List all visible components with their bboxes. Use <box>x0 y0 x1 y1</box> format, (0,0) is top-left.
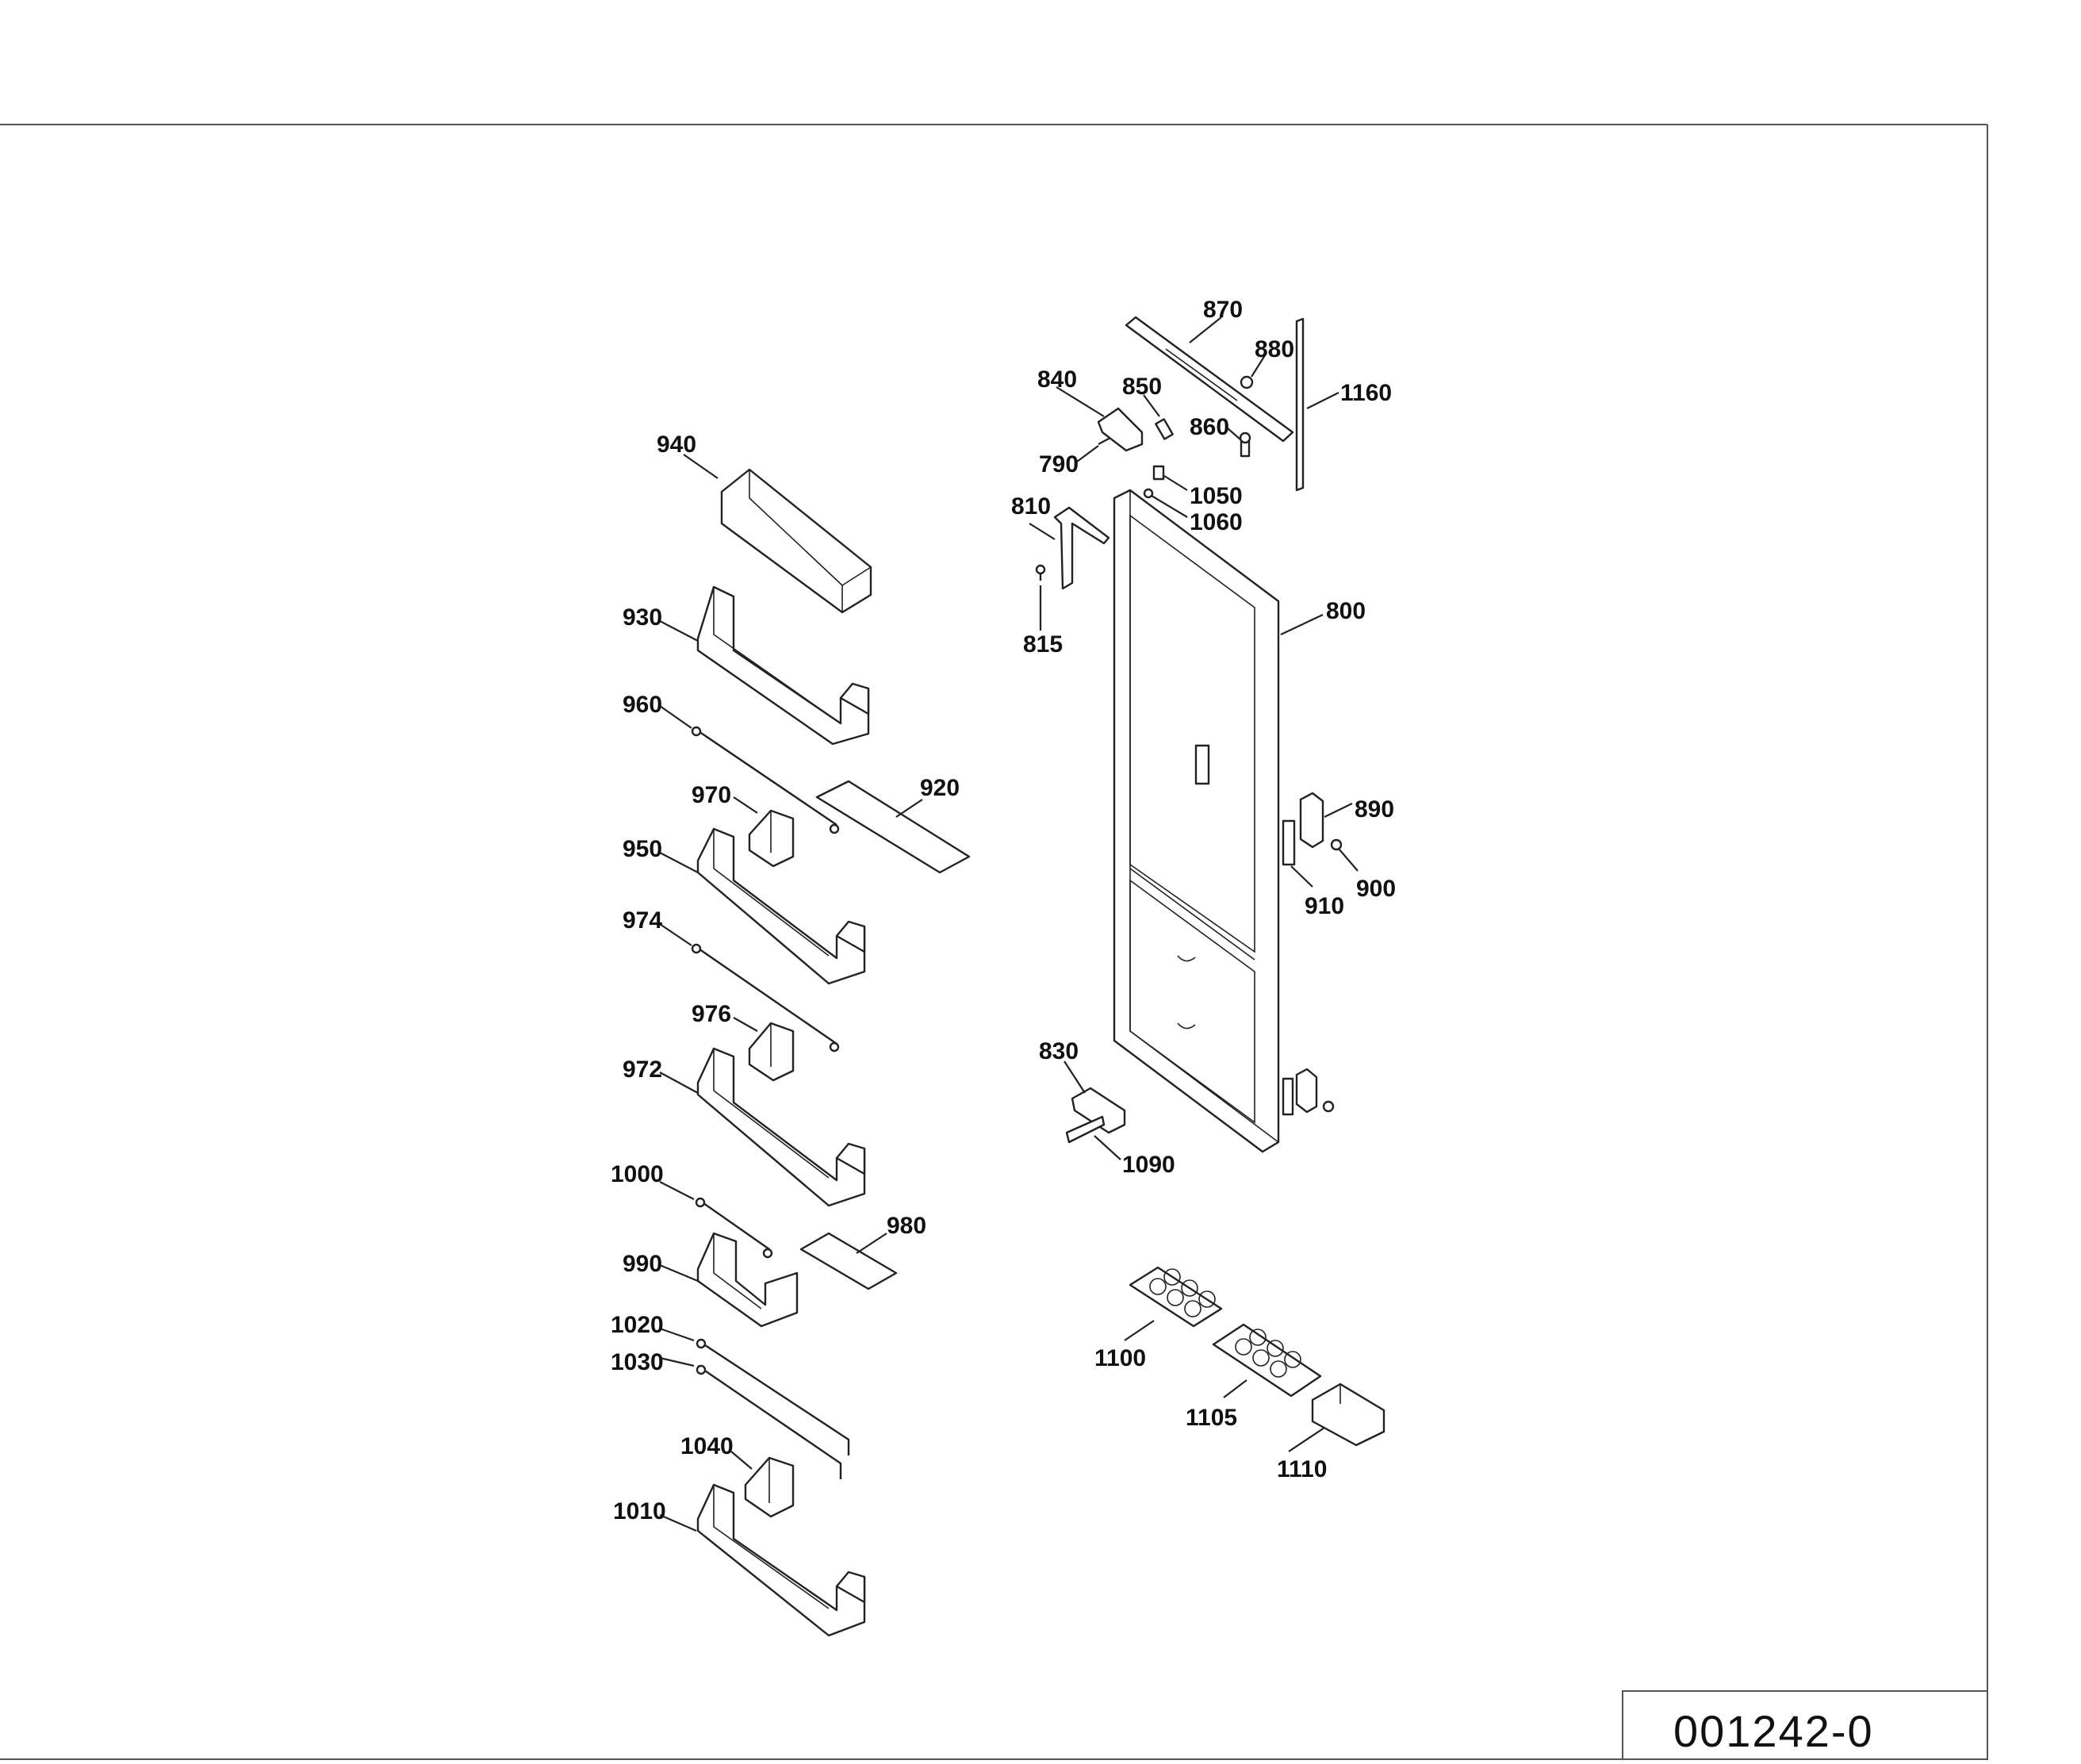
drawing-reference-number: 001242-0 <box>1673 1706 1874 1756</box>
part-1090-cover <box>1065 1115 1106 1144</box>
callout-860: 860 <box>1190 414 1229 440</box>
callout-790: 790 <box>1039 451 1079 477</box>
callout-880: 880 <box>1255 336 1294 362</box>
callout-labels: 940 930 960 970 920 950 974 976 972 1000… <box>611 297 1396 1524</box>
part-1105-egg-tray <box>1212 1323 1322 1398</box>
callout-840: 840 <box>1037 366 1077 393</box>
callout-1060: 1060 <box>1190 509 1243 535</box>
part-950-door-bin <box>696 827 866 985</box>
leader-lines <box>659 316 1359 1532</box>
callout-800: 800 <box>1326 598 1366 624</box>
callout-990: 990 <box>623 1251 662 1277</box>
part-976-divider <box>748 1022 795 1082</box>
callout-980: 980 <box>887 1213 926 1239</box>
callout-850: 850 <box>1122 374 1162 400</box>
callout-930: 930 <box>623 604 662 631</box>
part-1110-box <box>1311 1382 1385 1447</box>
callout-870: 870 <box>1203 297 1243 323</box>
part-920-mat <box>815 780 971 874</box>
callout-1050: 1050 <box>1190 483 1243 509</box>
part-930-door-bin <box>696 585 870 746</box>
callout-960: 960 <box>623 692 662 718</box>
part-990-small-bin <box>696 1232 799 1328</box>
callout-940: 940 <box>657 431 696 458</box>
part-940-top-shelf-cover <box>720 468 872 614</box>
callout-1010: 1010 <box>613 1498 666 1524</box>
callout-1040: 1040 <box>680 1433 734 1459</box>
part-1100-egg-tray <box>1129 1266 1223 1328</box>
callout-1110: 1110 <box>1277 1456 1327 1482</box>
part-1160-strip <box>1295 317 1305 492</box>
lower-hinge-right <box>1282 1068 1335 1116</box>
callout-950: 950 <box>623 836 662 862</box>
callout-1000: 1000 <box>611 1161 664 1187</box>
callout-810: 810 <box>1011 493 1051 520</box>
callout-890: 890 <box>1355 796 1394 823</box>
part-840-hinge <box>1097 407 1144 452</box>
part-1060-screw <box>1143 488 1154 499</box>
part-1020-bar <box>696 1338 850 1455</box>
part-800-door-frame <box>1113 489 1280 1153</box>
part-1040-divider <box>744 1456 795 1518</box>
part-972-door-bin <box>696 1047 866 1207</box>
part-974-bar <box>691 943 840 1053</box>
callout-976: 976 <box>692 1001 731 1027</box>
part-870-hinge-plate <box>1125 316 1294 443</box>
part-880-screw <box>1240 375 1254 389</box>
callout-972: 972 <box>623 1056 662 1083</box>
callout-1160: 1160 <box>1340 380 1392 406</box>
part-810-handle <box>1053 506 1110 590</box>
callout-1020: 1020 <box>611 1312 664 1338</box>
part-960-bar <box>691 726 840 834</box>
callout-815: 815 <box>1023 631 1063 658</box>
callout-1090: 1090 <box>1122 1152 1175 1178</box>
part-1030-bar <box>696 1364 842 1479</box>
callout-1100: 1100 <box>1094 1345 1146 1371</box>
part-850-pin <box>1155 418 1174 440</box>
callout-920: 920 <box>920 775 960 801</box>
part-900-screw <box>1330 838 1343 851</box>
part-970-divider <box>748 809 795 868</box>
part-890-hinge <box>1299 792 1324 849</box>
part-980-mat <box>799 1232 898 1290</box>
callout-900: 900 <box>1356 876 1396 902</box>
callout-1030: 1030 <box>611 1349 664 1375</box>
callout-970: 970 <box>692 782 731 808</box>
part-910-spacer <box>1282 819 1296 866</box>
sheet-frame <box>0 124 1988 1760</box>
part-1000-bar <box>695 1197 773 1259</box>
part-860-screw <box>1239 431 1251 458</box>
part-1010-door-bin <box>696 1483 866 1637</box>
part-1050-clip <box>1152 465 1165 481</box>
callout-974: 974 <box>623 907 662 934</box>
part-790-screw <box>1098 436 1111 446</box>
part-815-screw <box>1035 564 1046 581</box>
part-830-lower-hinge <box>1071 1087 1126 1134</box>
callout-1105: 1105 <box>1186 1405 1237 1431</box>
callout-910: 910 <box>1305 893 1344 919</box>
callout-830: 830 <box>1039 1038 1079 1064</box>
